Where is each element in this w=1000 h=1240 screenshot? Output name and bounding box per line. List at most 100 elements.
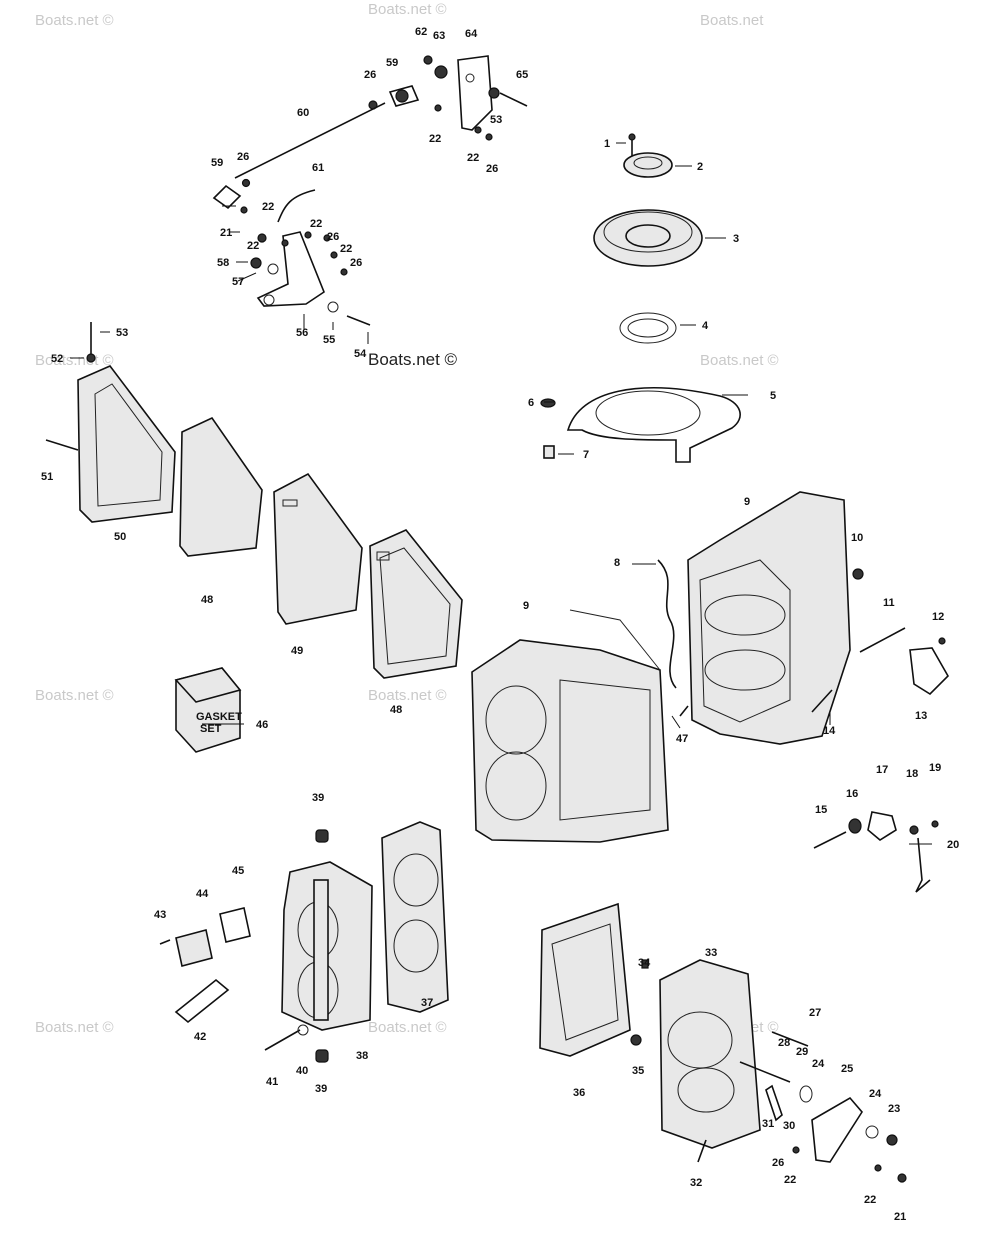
callout-22: 22 (310, 218, 322, 230)
callout-47: 47 (676, 733, 688, 745)
callout-65: 65 (516, 69, 528, 81)
callout-64: 64 (465, 28, 478, 40)
callout-4: 4 (702, 320, 709, 332)
callout-33: 33 (705, 947, 717, 959)
callout-22: 22 (262, 201, 274, 213)
callout-26: 26 (350, 257, 362, 269)
callout-26: 26 (327, 231, 339, 243)
callout-31: 31 (762, 1118, 774, 1130)
callout-45: 45 (232, 865, 244, 877)
watermark: Boats.net © (368, 687, 447, 704)
callout-14: 14 (823, 725, 836, 737)
callout-22: 22 (340, 243, 352, 255)
callout-26: 26 (772, 1157, 784, 1169)
callout-56: 56 (296, 327, 308, 339)
watermark: Boats.net © (35, 352, 114, 369)
transfer-cover-assembly (45, 322, 463, 679)
callout-46: 46 (256, 719, 268, 731)
crankcase-half (657, 491, 949, 745)
watermark: Boats.net © (35, 12, 114, 29)
gasket-set-box: GASKET SET (174, 667, 242, 753)
callout-57: 57 (232, 276, 244, 288)
callout-9: 9 (523, 600, 529, 612)
callout-54: 54 (354, 348, 367, 360)
callout-32: 32 (690, 1177, 702, 1189)
watermark: Boats.net © (700, 352, 779, 369)
watermark: Boats.net © (368, 350, 458, 369)
callout-37: 37 (421, 997, 433, 1009)
callout-24: 24 (812, 1058, 825, 1070)
callout-39: 39 (312, 792, 324, 804)
cylinder-block (471, 609, 689, 843)
callout-53: 53 (490, 114, 502, 126)
choke-linkage-parts (813, 811, 939, 893)
callout-55: 55 (323, 334, 335, 346)
watermark: Boats.net © (35, 687, 114, 704)
callout-9: 9 (744, 496, 750, 508)
callout-24: 24 (869, 1088, 882, 1100)
leader-lines (70, 142, 932, 845)
cylinder-head-assembly (159, 821, 449, 1063)
callout-18: 18 (906, 768, 918, 780)
callout-39: 39 (315, 1083, 327, 1095)
callout-22: 22 (467, 152, 479, 164)
callout-48: 48 (201, 594, 213, 606)
callout-1: 1 (604, 138, 610, 150)
exhaust-cover-assembly (539, 902, 907, 1183)
callout-22: 22 (864, 1194, 876, 1206)
callout-13: 13 (915, 710, 927, 722)
callout-19: 19 (929, 762, 941, 774)
throttle-linkage-assembly (212, 55, 528, 326)
callout-16: 16 (846, 788, 858, 800)
callout-40: 40 (296, 1065, 308, 1077)
watermark: Boats.net (700, 12, 764, 29)
callout-21: 21 (894, 1211, 906, 1223)
callout-23: 23 (888, 1103, 900, 1115)
callout-17: 17 (876, 764, 888, 776)
callout-15: 15 (815, 804, 827, 816)
callout-22: 22 (429, 133, 441, 145)
callout-21: 21 (220, 227, 232, 239)
callout-49: 49 (291, 645, 303, 657)
callout-63: 63 (433, 30, 445, 42)
callout-36: 36 (573, 1087, 585, 1099)
callout-2: 2 (697, 161, 703, 173)
watermark: Boats.net © (368, 1019, 447, 1036)
callout-42: 42 (194, 1031, 206, 1043)
callout-48: 48 (390, 704, 402, 716)
callout-22: 22 (247, 240, 259, 252)
callout-6: 6 (528, 397, 534, 409)
callout-50: 50 (114, 531, 126, 543)
callout-35: 35 (632, 1065, 644, 1077)
callout-34: 34 (638, 957, 651, 969)
callout-51: 51 (41, 471, 53, 483)
watermark: Boats.net © (368, 1, 447, 18)
callout-53: 53 (116, 327, 128, 339)
callout-8: 8 (614, 557, 620, 569)
callout-27: 27 (809, 1007, 821, 1019)
callout-44: 44 (196, 888, 209, 900)
callout-30: 30 (783, 1120, 795, 1132)
callout-7: 7 (583, 449, 589, 461)
gasket-set-label: GASKET (196, 711, 242, 723)
callout-59: 59 (211, 157, 223, 169)
callout-12: 12 (932, 611, 944, 623)
callout-59: 59 (386, 57, 398, 69)
callout-41: 41 (266, 1076, 278, 1088)
upper-bearing-stack (540, 133, 741, 463)
callout-26: 26 (237, 151, 249, 163)
callout-60: 60 (297, 107, 309, 119)
callout-labels: 1 2 3 4 5 6 7 8 9 9 10 11 12 13 14 15 16… (41, 26, 959, 1223)
callout-25: 25 (841, 1063, 853, 1075)
callout-10: 10 (851, 532, 863, 544)
callout-62: 62 (415, 26, 427, 38)
callout-3: 3 (733, 233, 739, 245)
callout-58: 58 (217, 257, 229, 269)
callout-61: 61 (312, 162, 324, 174)
watermark: Boats.net © (35, 1019, 114, 1036)
callout-52: 52 (51, 353, 63, 365)
callout-11: 11 (883, 597, 895, 609)
gasket-set-label: SET (200, 723, 222, 735)
callout-28: 28 (778, 1037, 790, 1049)
